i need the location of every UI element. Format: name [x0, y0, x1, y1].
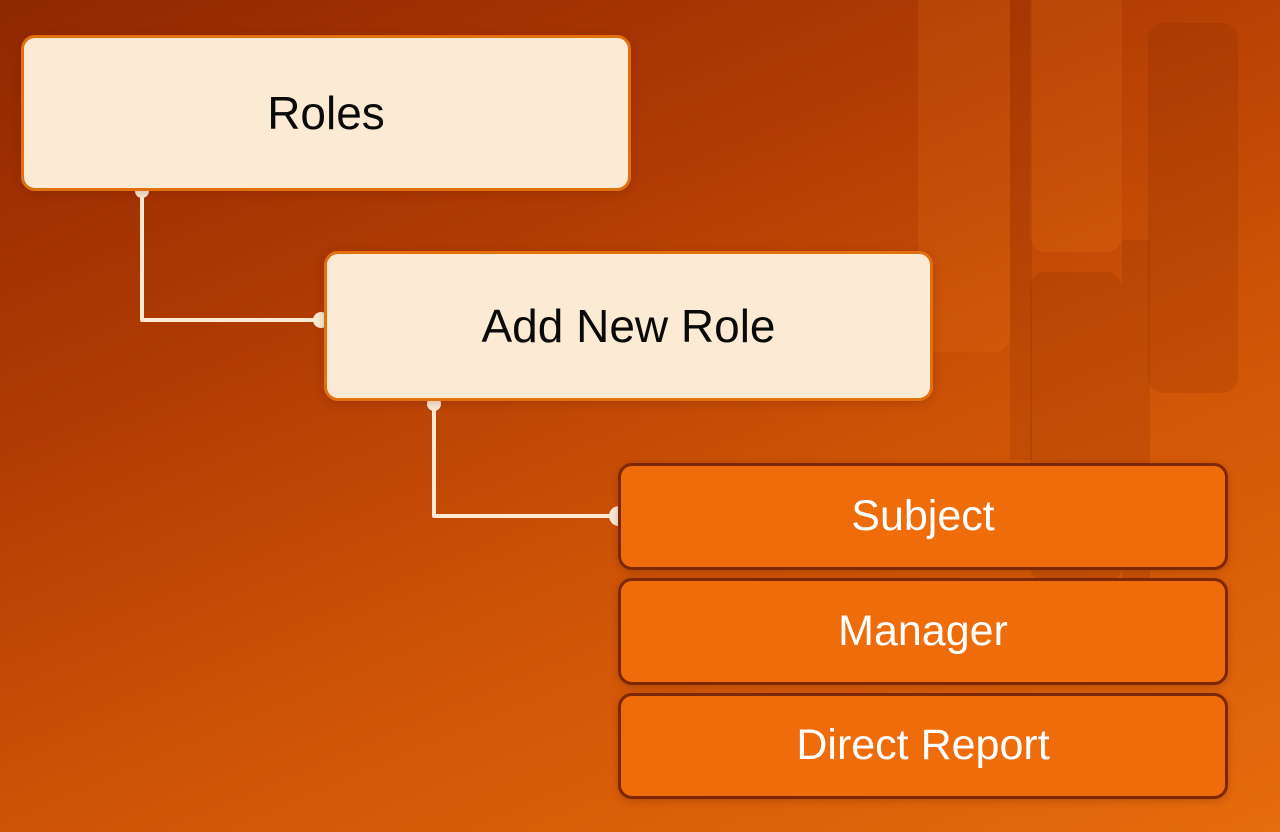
- node-subject-label: Subject: [851, 491, 995, 540]
- node-manager[interactable]: Manager: [618, 578, 1228, 685]
- node-add-new-role[interactable]: Add New Role: [324, 251, 933, 401]
- bg-band-d: [1148, 23, 1238, 393]
- node-roles[interactable]: Roles: [21, 35, 631, 191]
- node-subject[interactable]: Subject: [618, 463, 1228, 570]
- edge-roles-to-add-new-role: [140, 189, 324, 322]
- node-direct-report-label: Direct Report: [796, 721, 1050, 770]
- node-roles-label: Roles: [267, 86, 385, 139]
- node-manager-label: Manager: [838, 606, 1008, 655]
- edge-add-new-role-to-subject: [432, 402, 619, 518]
- node-add-new-role-label: Add New Role: [481, 299, 776, 352]
- node-direct-report[interactable]: Direct Report: [618, 693, 1228, 799]
- bg-band-e: [1010, 0, 1032, 460]
- bg-band-b: [1030, 0, 1122, 252]
